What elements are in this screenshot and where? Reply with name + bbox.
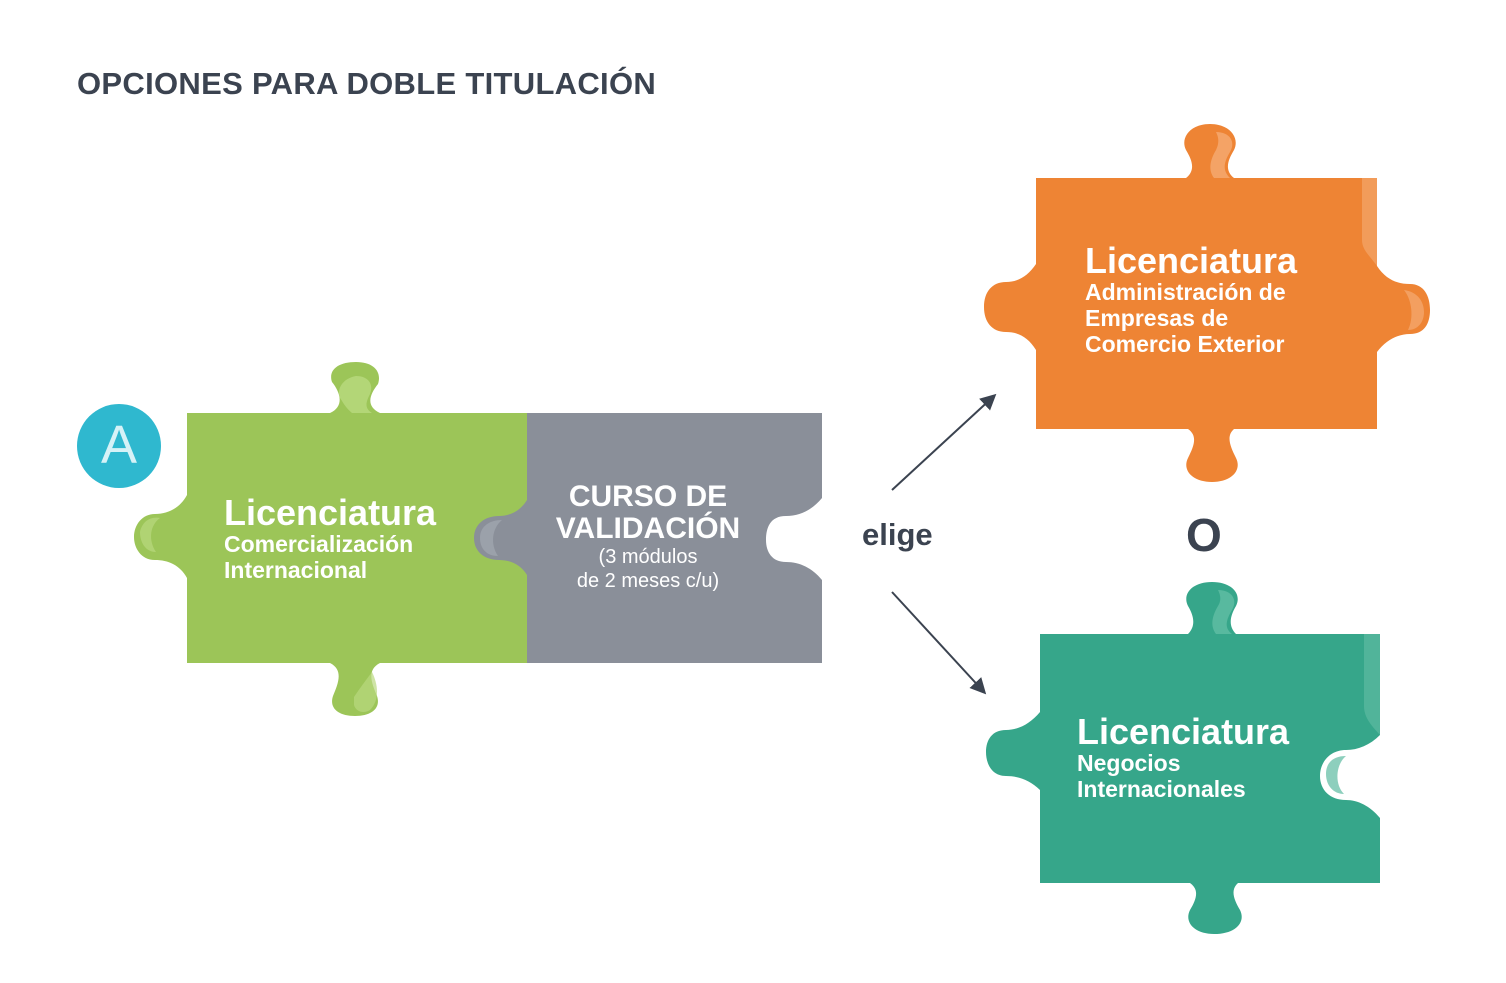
gray-piece-sub-line-2: de 2 meses c/u) — [576, 570, 720, 592]
connector-label: elige — [862, 517, 933, 552]
green-piece-title: Licenciatura — [224, 492, 437, 533]
teal-piece-line-1: Negocios — [1077, 750, 1181, 776]
green-piece-text: Licenciatura Comercialización Internacio… — [224, 492, 437, 584]
gray-piece-title-line-2: VALIDACIÓN — [555, 512, 741, 545]
orange-piece-line-3: Comercio Exterior — [1085, 331, 1285, 357]
green-puzzle-piece — [134, 362, 527, 716]
arrow-to-orange — [891, 393, 997, 491]
orange-puzzle-piece — [984, 124, 1430, 482]
orange-piece-line-1: Administración de — [1085, 279, 1286, 305]
arrow-to-teal — [891, 591, 987, 695]
orange-piece-line-2: Empresas de — [1085, 305, 1229, 331]
teal-piece-line-2: Internacionales — [1077, 776, 1246, 802]
page-title: OPCIONES PARA DOBLE TITULACIÓN — [77, 66, 657, 101]
badge-letter: A — [100, 415, 138, 475]
teal-puzzle-piece — [986, 582, 1380, 934]
teal-piece-title: Licenciatura — [1077, 711, 1290, 752]
or-separator: O — [1186, 509, 1222, 561]
gray-puzzle-piece — [474, 413, 822, 663]
orange-piece-title: Licenciatura — [1085, 240, 1298, 281]
gray-piece-sub-line-1: (3 módulos — [598, 546, 698, 568]
green-piece-line-1: Comercialización — [224, 531, 414, 557]
orange-piece-text: Licenciatura Administración de Empresas … — [1085, 240, 1298, 358]
green-piece-line-2: Internacional — [224, 557, 368, 583]
option-a-badge: A — [77, 404, 161, 488]
gray-piece-title-line-1: CURSO DE — [568, 480, 728, 513]
teal-piece-text: Licenciatura Negocios Internacionales — [1077, 711, 1290, 803]
gray-piece-text: CURSO DE VALIDACIÓN (3 módulos de 2 mese… — [528, 481, 768, 593]
